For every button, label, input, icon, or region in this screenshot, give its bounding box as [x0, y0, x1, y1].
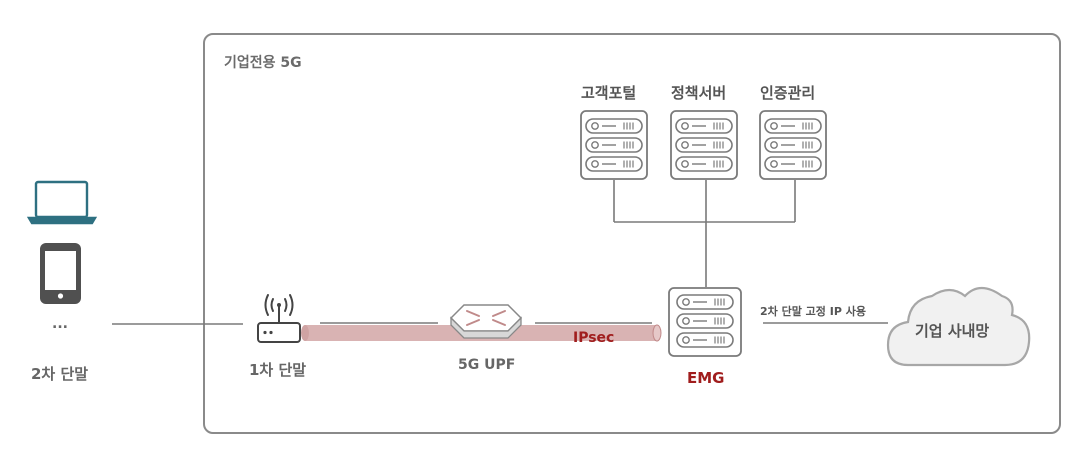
primary-terminal-label: 1차 단말: [249, 361, 307, 379]
server-icon: [671, 111, 737, 179]
ipsec-label: IPsec: [573, 330, 615, 346]
fixed-ip-label: 2차 단말 고정 IP 사용: [760, 305, 866, 318]
wifi-router-icon: [257, 294, 301, 343]
frame-title: 기업전용 5G: [224, 55, 302, 71]
server-label-policy-server: 정책서버: [671, 84, 727, 102]
emg-server-icon: [668, 287, 742, 357]
router-icon: [449, 304, 523, 339]
emg-label: EMG: [687, 369, 725, 387]
server-label-customer-portal: 고객포털: [581, 84, 637, 102]
server-label-auth-management: 인증관리: [760, 84, 816, 102]
upf-label: 5G UPF: [458, 357, 516, 373]
server-icon: [760, 111, 826, 179]
more-devices-ellipsis: ...: [52, 316, 68, 332]
server-connection-lines: [613, 180, 796, 287]
cloud-icon: [886, 286, 1031, 367]
cloud-label: 기업 사내망: [915, 322, 990, 340]
server-icon: [581, 111, 647, 179]
enterprise-5g-frame: [203, 33, 1061, 434]
secondary-terminal-label: 2차 단말: [31, 365, 89, 383]
laptop-icon: [26, 180, 98, 225]
smartphone-icon: [40, 243, 81, 304]
